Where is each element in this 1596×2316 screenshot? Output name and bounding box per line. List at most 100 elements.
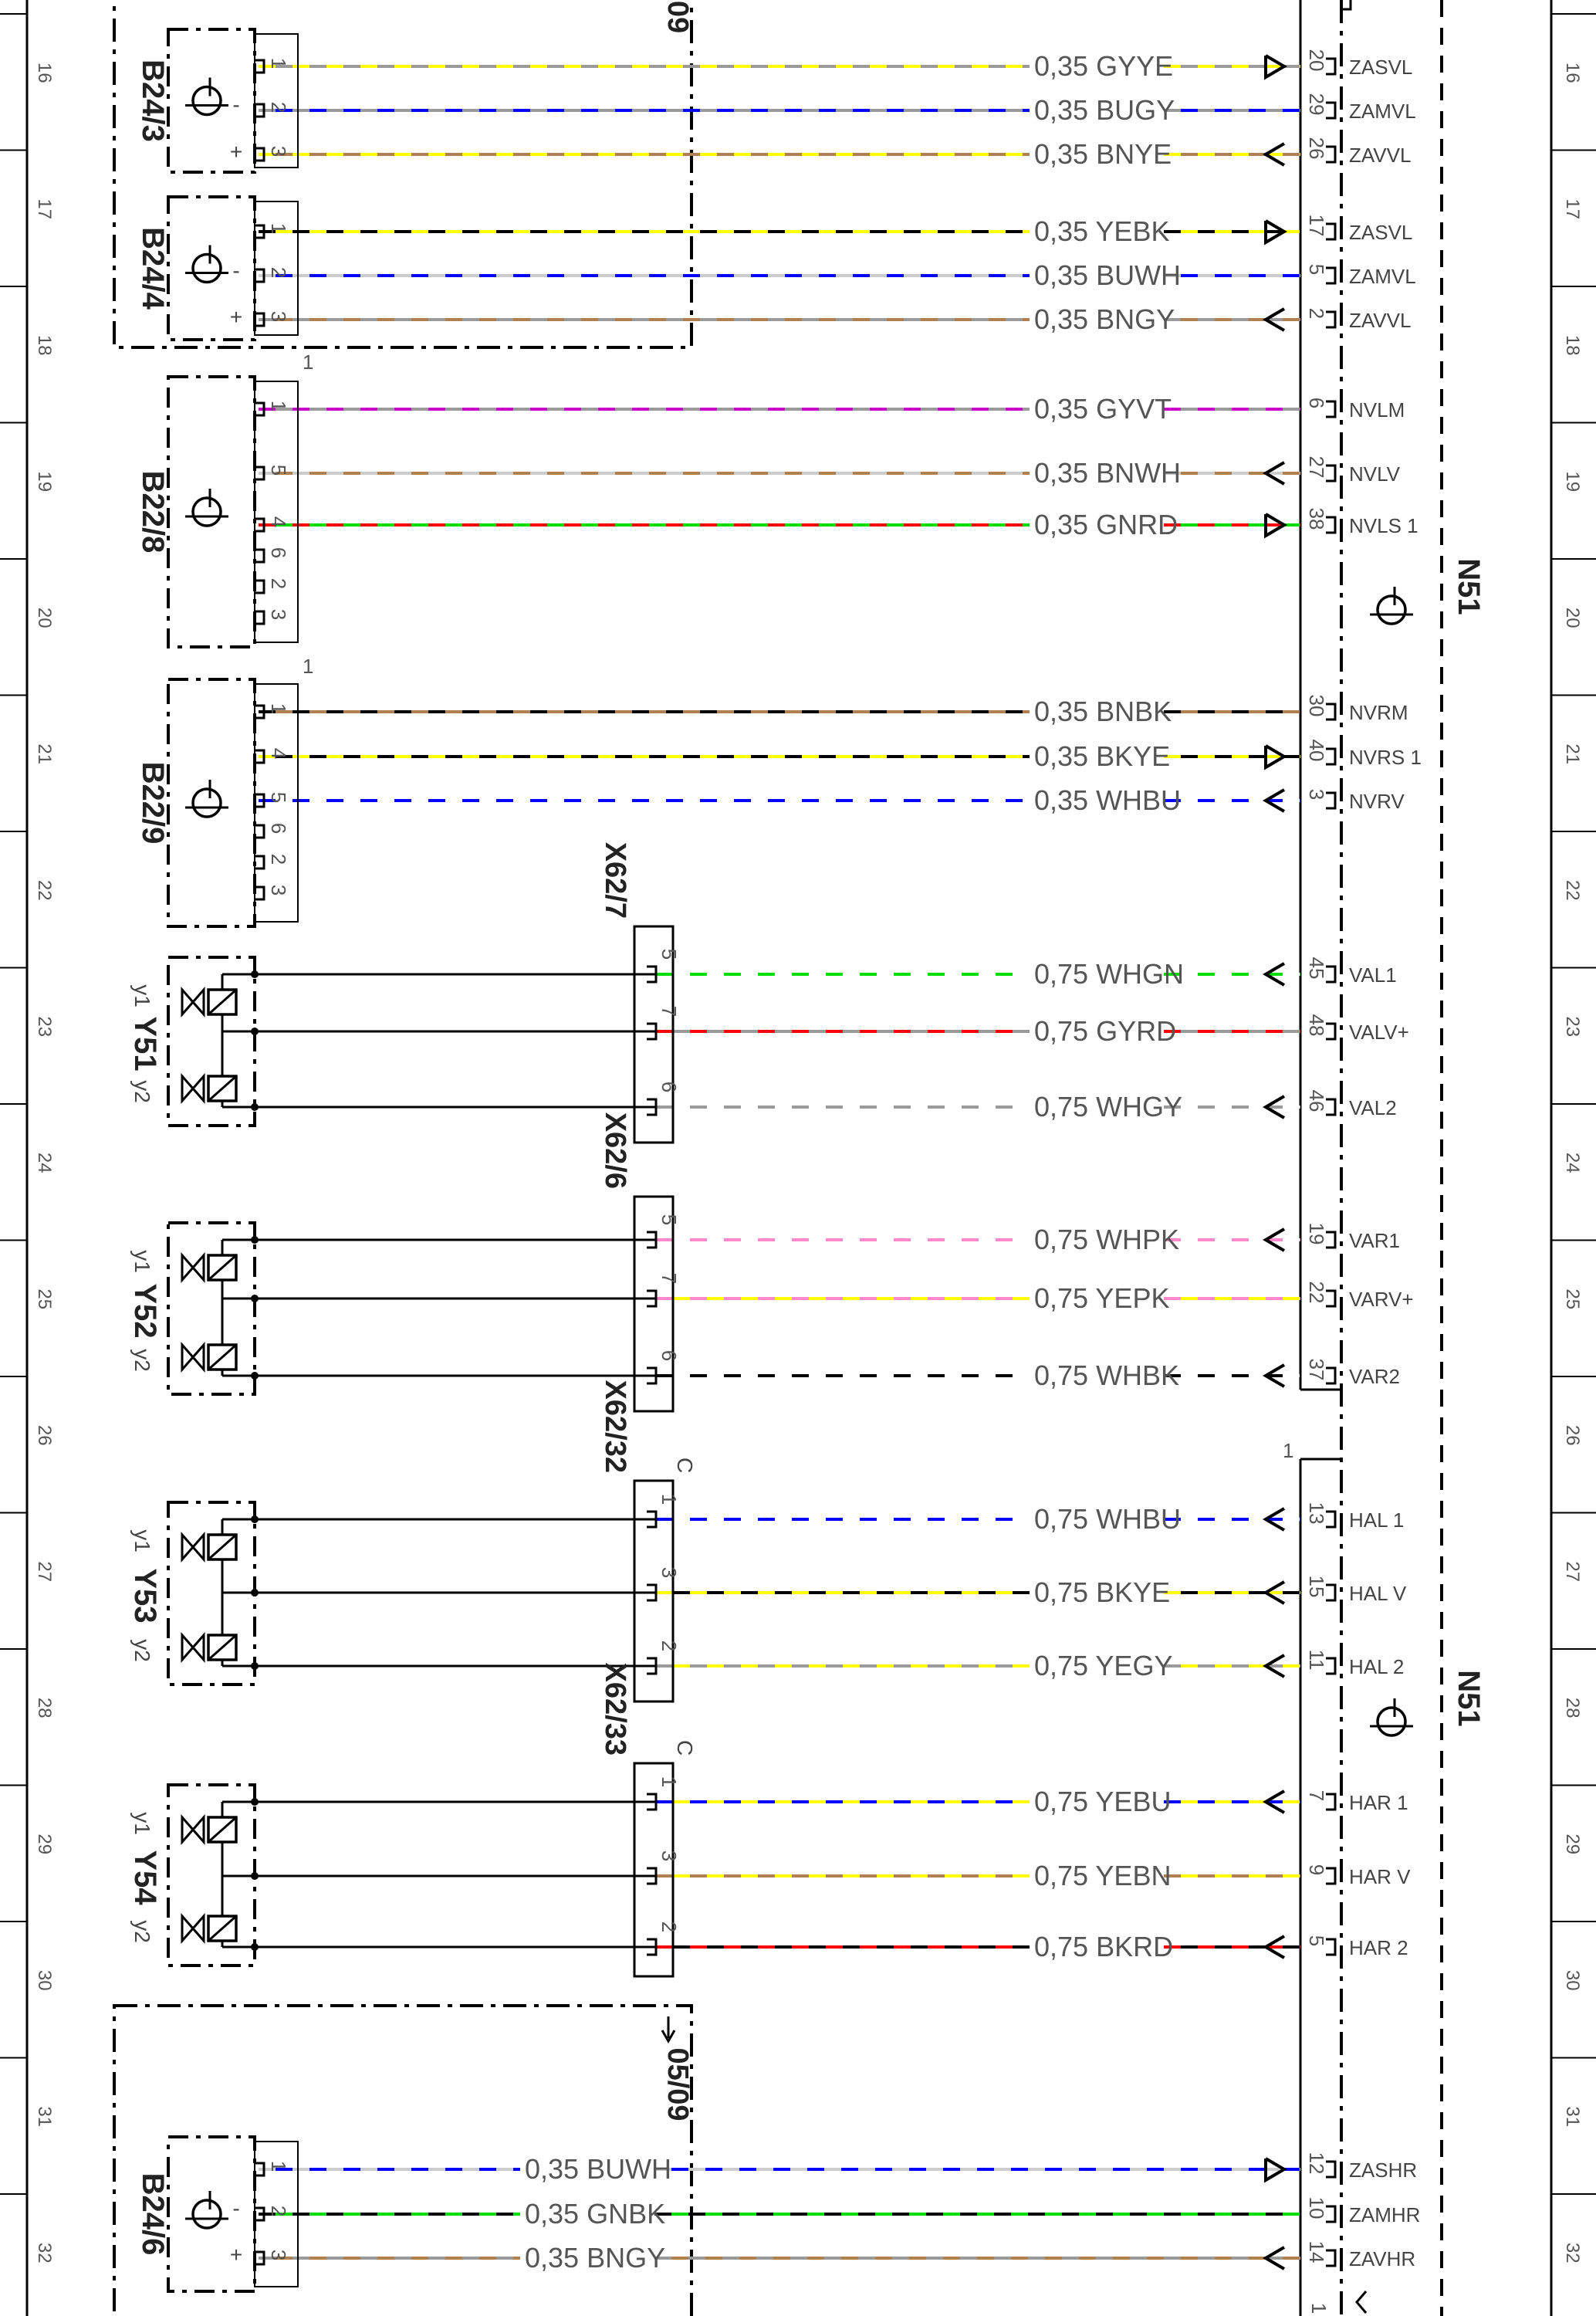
valve-label: Y54 xyxy=(128,1850,162,1905)
sensor-housing xyxy=(167,678,256,928)
connector-pin-number: 5 xyxy=(658,1214,681,1225)
module-pin-bracket xyxy=(1326,965,1337,984)
sensor-pin-number: 2 xyxy=(267,102,290,113)
sensor-housing xyxy=(167,2135,256,2293)
valve-icon xyxy=(181,1814,205,1845)
wire-label: 0,35 BUWH xyxy=(1034,259,1181,291)
module-pin-number: 30 xyxy=(1305,695,1328,717)
grid-number-right: 22 xyxy=(1562,880,1583,901)
module-signal-label: HAL 1 xyxy=(1349,1508,1404,1532)
connector-body xyxy=(633,1479,675,1703)
sensor-housing xyxy=(167,195,256,341)
sensor-pin-bracket xyxy=(255,401,265,417)
valve-icon xyxy=(181,1632,205,1663)
module-pin-bracket xyxy=(1326,2249,1337,2267)
valve-coil-diagonal xyxy=(208,988,237,1016)
connector-pin-bracket xyxy=(647,1793,658,1811)
connector-pin-bracket xyxy=(647,1366,658,1385)
module-pin-bracket xyxy=(1326,1098,1337,1116)
sensor-label: B22/8 xyxy=(136,471,170,554)
frame-front-sensors xyxy=(113,0,693,349)
junction-dot xyxy=(251,1236,259,1244)
connector-pin-number: 1 xyxy=(658,1776,681,1787)
module-pin-number: 46 xyxy=(1305,1090,1328,1112)
polarity-sign: - xyxy=(232,259,239,283)
wire-layer xyxy=(255,54,1337,2270)
polarity-sign: - xyxy=(232,93,239,117)
sheet-reference-top: 09 xyxy=(661,1,694,33)
module-signal-label: VAR1 xyxy=(1349,1229,1400,1252)
sensor-connector-body xyxy=(254,33,299,168)
grid-number-right: 17 xyxy=(1562,198,1583,219)
wire-label: 0,75 GYRD xyxy=(1034,1015,1176,1047)
sensor-ref-number: 1 xyxy=(303,350,313,374)
connector-code: C xyxy=(673,1458,697,1473)
valve-icon xyxy=(181,1532,205,1563)
wire-label: 0,35 BNBK xyxy=(1034,696,1172,727)
grid-number-left: 23 xyxy=(34,1016,55,1037)
sensor-pin-bracket xyxy=(255,885,265,901)
module-pin-bracket xyxy=(1326,1231,1337,1249)
valve-y1-label: y1 xyxy=(130,984,154,1007)
sensor-label: B24/3 xyxy=(136,59,170,142)
sensor-symbol xyxy=(191,2199,222,2230)
sensor-pin-number: 6 xyxy=(267,823,290,834)
sensor-pin-bracket xyxy=(255,2162,265,2177)
sensor-symbol xyxy=(191,496,222,527)
continuation-arrow-icon xyxy=(1341,0,1352,11)
sensor-pin-number: 5 xyxy=(267,792,290,803)
signal-arrow-left xyxy=(1263,1654,1286,1678)
valve-y2-label: y2 xyxy=(130,1349,154,1372)
grid-number-left: 28 xyxy=(34,1698,55,1718)
polarity-sign: - xyxy=(232,2196,239,2220)
junction-dot xyxy=(251,1589,259,1596)
connector-label: X62/6 xyxy=(599,1112,631,1189)
junction-dot xyxy=(251,1662,259,1670)
valve-label: Y51 xyxy=(128,1016,162,1071)
module-signal-label: HAL V xyxy=(1349,1582,1407,1605)
sensor-pin-bracket xyxy=(255,704,265,720)
module-signal-label: NVLS 1 xyxy=(1349,514,1418,537)
connector-code: C xyxy=(673,1740,697,1756)
valve-icon xyxy=(181,1073,205,1104)
connector-pin-bracket xyxy=(647,1289,658,1308)
module-signal-label: VAR2 xyxy=(1349,1365,1400,1388)
connector-label: X62/32 xyxy=(599,1380,631,1473)
sensor-pin-number: 4 xyxy=(267,516,290,527)
connector-pin-number: 1 xyxy=(658,1494,681,1505)
connector-pin-bracket xyxy=(647,1510,658,1529)
module-pin-bracket xyxy=(1326,145,1337,164)
module-signal-label: ZASHR xyxy=(1349,2159,1417,2182)
connector-pin-number: 5 xyxy=(658,949,681,960)
sensor-pin-bracket xyxy=(255,312,265,327)
wire-label: 0,35 BUGY xyxy=(1034,94,1175,126)
connector-pin-bracket xyxy=(647,1867,658,1885)
connector-pin-bracket xyxy=(647,965,658,984)
sensor-pin-number: 3 xyxy=(267,311,290,322)
junction-dot xyxy=(251,970,259,978)
module-pin-bracket xyxy=(1326,400,1337,418)
module-signal-label: ZAVVL xyxy=(1349,309,1411,332)
grid-number-left: 18 xyxy=(34,335,55,356)
grid-number-right: 25 xyxy=(1562,1288,1583,1309)
sensor-pin-number: 1 xyxy=(267,401,290,411)
module-pin-number: 29 xyxy=(1305,93,1328,116)
sensor-pin-bracket xyxy=(255,2250,265,2266)
connector-label: X62/7 xyxy=(599,842,631,919)
module-pin-number: 14 xyxy=(1305,2241,1328,2264)
module-pin-number: 5 xyxy=(1305,264,1328,275)
grid-number-right: 21 xyxy=(1562,743,1583,764)
wire-label: 0,75 WHBK xyxy=(1034,1359,1179,1391)
grid-number-right: 23 xyxy=(1562,1016,1583,1037)
module-pin-bracket xyxy=(1326,266,1337,285)
junction-dot xyxy=(251,1372,259,1380)
module-pin-number: 5 xyxy=(1305,1935,1328,1946)
connector-pin-number: 3 xyxy=(658,1850,681,1861)
module-pin-number: 6 xyxy=(1305,398,1328,408)
module-pin-number: 2 xyxy=(1305,308,1328,319)
valve-housing xyxy=(167,956,256,1127)
signal-arrow-left xyxy=(1263,1507,1286,1532)
sensor-connector-body xyxy=(254,2141,299,2287)
valve-icon xyxy=(181,1913,205,1944)
